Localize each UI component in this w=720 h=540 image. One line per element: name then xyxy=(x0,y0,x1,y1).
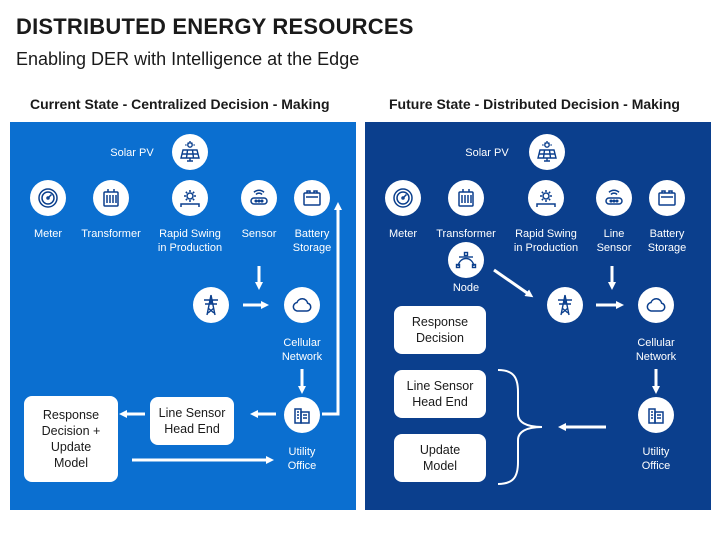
response-decision-box: Response Decision + Update Model xyxy=(24,396,118,482)
meter-icon xyxy=(30,180,66,216)
cloud-icon xyxy=(638,287,674,323)
production-gear-icon xyxy=(172,180,208,216)
update-model-box: Update Model xyxy=(394,434,486,482)
rapid-swing-label: Rapid Swing in Production xyxy=(513,228,579,254)
future-state-heading: Future State - Distributed Decision - Ma… xyxy=(389,96,680,112)
solar-pv-label: Solar PV xyxy=(465,147,509,159)
node-label: Node xyxy=(452,282,480,294)
solar-pv-label: Solar PV xyxy=(110,147,154,159)
line-sensor-head-end-box: Line Sensor Head End xyxy=(150,397,234,445)
solar-panel-icon xyxy=(172,134,208,170)
cloud-icon xyxy=(284,287,320,323)
meter-icon xyxy=(385,180,421,216)
line-sensor-head-end-box: Line Sensor Head End xyxy=(394,370,486,418)
battery-icon xyxy=(294,180,330,216)
transformer-icon xyxy=(93,180,129,216)
current-state-heading: Current State - Centralized Decision - M… xyxy=(30,96,330,112)
node-bezier-icon xyxy=(448,242,484,278)
utility-office-label: Utility Office xyxy=(287,446,317,472)
transformer-icon xyxy=(448,180,484,216)
transformer-label: Transformer xyxy=(81,228,141,240)
transformer-label: Transformer xyxy=(436,228,496,240)
production-gear-icon xyxy=(528,180,564,216)
rapid-swing-label: Rapid Swing in Production xyxy=(157,228,223,254)
cellular-network-label: Cellular Network xyxy=(281,337,323,363)
line-sensor-label: Line Sensor xyxy=(596,228,632,254)
utility-office-label: Utility Office xyxy=(641,446,671,472)
transmission-tower-icon xyxy=(547,287,583,323)
sensor-icon xyxy=(596,180,632,216)
battery-icon xyxy=(649,180,685,216)
utility-office-icon xyxy=(284,397,320,433)
transmission-tower-icon xyxy=(193,287,229,323)
page-subtitle: Enabling DER with Intelligence at the Ed… xyxy=(16,49,360,69)
battery-storage-label: Battery Storage xyxy=(647,228,687,254)
cellular-network-label: Cellular Network xyxy=(635,337,677,363)
sensor-label: Sensor xyxy=(241,228,277,240)
utility-office-icon xyxy=(638,397,674,433)
solar-panel-icon xyxy=(529,134,565,170)
meter-label: Meter xyxy=(388,228,418,240)
battery-storage-label: Battery Storage xyxy=(292,228,332,254)
response-decision-box: Response Decision xyxy=(394,306,486,354)
page-title: DISTRIBUTED ENERGY RESOURCES xyxy=(16,14,414,39)
sensor-icon xyxy=(241,180,277,216)
meter-label: Meter xyxy=(33,228,63,240)
